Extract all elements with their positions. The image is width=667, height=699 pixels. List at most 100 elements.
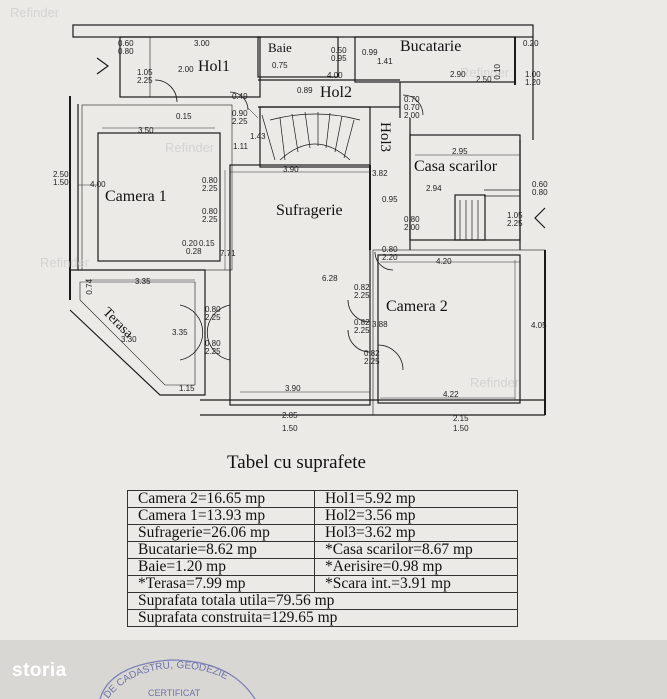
dim-label: 4.05 — [531, 321, 547, 330]
dim-label: 3.50 — [138, 126, 154, 135]
dim-label: 0.82 — [364, 349, 380, 358]
dim-label: 6.28 — [322, 274, 338, 283]
dim-label: 0.80 — [205, 305, 221, 314]
dim-label: 1.50 — [282, 424, 298, 433]
table-cell: Hol3=3.62 mp — [314, 524, 518, 542]
dim-label: 2.00 — [404, 111, 420, 120]
dim-label: 2.25 — [364, 357, 380, 366]
room-sufragerie: Sufragerie — [276, 202, 343, 219]
dim-label: 1.05 — [137, 68, 153, 77]
room-bucatarie: Bucatarie — [400, 38, 462, 55]
dim-label: 2.25 — [202, 215, 218, 224]
dim-label: 0.74 — [85, 279, 94, 295]
table-row: *Terasa=7.99 mp *Scara int.=3.91 mp — [127, 575, 518, 593]
table-cell: Bucatarie=8.62 mp — [127, 541, 315, 559]
dim-label: 3.35 — [135, 277, 151, 286]
table-row-total-util: Suprafata totala utila=79.56 mp — [127, 592, 518, 610]
dim-label: 0.80 — [205, 339, 221, 348]
dim-label: 2.25 — [354, 291, 370, 300]
dim-label: 0.15 — [176, 112, 192, 121]
dim-label: 4.20 — [436, 257, 452, 266]
table-title: Tabel cu suprafete — [227, 452, 366, 473]
dim-label: 2.95 — [452, 147, 468, 156]
dim-label: 0.50 — [331, 46, 347, 55]
table-cell: Hol1=5.92 mp — [314, 490, 518, 508]
dim-label: 0.95 — [331, 54, 347, 63]
dim-label: 1.43 — [250, 132, 266, 141]
dim-label: 0.82 — [354, 283, 370, 292]
dim-label: 1.15 — [179, 384, 195, 393]
dim-label: 0.28 — [186, 247, 202, 256]
dim-label: 2.25 — [232, 117, 248, 126]
table-row: Sufragerie=26.06 mp Hol3=3.62 mp — [127, 524, 518, 542]
dim-label: 1.41 — [377, 57, 393, 66]
table-cell: *Aerisire=0.98 mp — [314, 558, 518, 576]
room-hol1: Hol1 — [198, 58, 230, 75]
entrance-arrow-right — [534, 207, 546, 229]
table-row-total-construita: Suprafata construita=129.65 mp — [127, 609, 518, 627]
dim-label: 2.25 — [354, 326, 370, 335]
dim-label: 0.49 — [232, 92, 248, 101]
table-cell: Camera 2=16.65 mp — [127, 490, 315, 508]
dim-label: 0.80 — [404, 215, 420, 224]
dim-label: 0.20 — [523, 39, 539, 48]
dim-label: 3.82 — [372, 169, 388, 178]
area-table: Camera 2=16.65 mp Hol1=5.92 mp Camera 1=… — [127, 490, 518, 627]
dim-label: 0.80 — [202, 176, 218, 185]
dim-label: 0.95 — [382, 195, 398, 204]
dim-label: 2.15 — [453, 414, 469, 423]
dim-label: 2.00 — [178, 65, 194, 74]
table-cell: *Terasa=7.99 mp — [127, 575, 315, 593]
table-row: Baie=1.20 mp *Aerisire=0.98 mp — [127, 558, 518, 576]
room-camera1: Camera 1 — [105, 188, 167, 205]
dim-label: 3.90 — [283, 165, 299, 174]
table-cell: Camera 1=13.93 mp — [127, 507, 315, 525]
dim-label: 0.10 — [493, 64, 502, 80]
table-cell: *Casa scarilor=8.67 mp — [314, 541, 518, 559]
table-row: Camera 2=16.65 mp Hol1=5.92 mp — [127, 490, 518, 508]
watermark-1: Refinder — [10, 5, 60, 20]
dim-label: 1.00 — [525, 70, 541, 79]
dim-label: 0.70 — [404, 103, 420, 112]
dim-label: 2.50 — [53, 170, 69, 179]
dim-label: 4.22 — [443, 390, 459, 399]
dim-label: 3.35 — [172, 328, 188, 337]
dim-label: 2.25 — [205, 347, 221, 356]
dim-label: 0.60 — [532, 180, 548, 189]
dim-label: 1.11 — [233, 142, 248, 151]
room-hol3: Hol3 — [377, 122, 393, 152]
watermark-2: Refinder — [165, 140, 215, 155]
dim-label: 0.70 — [404, 95, 420, 104]
dim-label: 0.99 — [362, 48, 378, 57]
dim-label: 1.20 — [525, 78, 541, 87]
dim-label: 0.89 — [297, 86, 313, 95]
dim-label: 1.05 — [507, 211, 523, 220]
room-baie: Baie — [268, 40, 292, 55]
dim-label: 2.94 — [426, 184, 442, 193]
dim-label: 0.80 — [118, 47, 134, 56]
dim-label: 2.90 — [450, 70, 466, 79]
dim-label: 3.90 — [285, 384, 301, 393]
total-construita: Suprafata construita=129.65 mp — [127, 609, 518, 627]
watermark-4: Refinder — [40, 255, 90, 270]
dim-label: 0.82 — [354, 318, 370, 327]
dim-label: 0.80 — [382, 245, 398, 254]
room-camera2: Camera 2 — [386, 298, 448, 315]
dim-label: 0.15 — [199, 239, 215, 248]
dim-label: 0.80 — [532, 188, 548, 197]
total-util: Suprafata totala utila=79.56 mp — [127, 592, 518, 610]
dim-label: 4.00 — [327, 71, 343, 80]
dim-label: 2.00 — [404, 223, 420, 232]
dim-label: 3.88 — [372, 320, 388, 329]
table-row: Bucatarie=8.62 mp *Casa scarilor=8.67 mp — [127, 541, 518, 559]
dim-label: 0.90 — [232, 109, 248, 118]
dim-label: 7.71 — [220, 249, 236, 258]
dim-label: 1.50 — [53, 178, 69, 187]
brand-logo: storia — [12, 660, 67, 681]
table-cell: Baie=1.20 mp — [127, 558, 315, 576]
room-casa-scarilor: Casa scarilor — [414, 158, 498, 175]
dim-label: 2.50 — [476, 75, 492, 84]
dim-label: 3.00 — [194, 39, 210, 48]
table-row: Camera 1=13.93 mp Hol2=3.56 mp — [127, 507, 518, 525]
dim-label: 2.25 — [137, 76, 153, 85]
